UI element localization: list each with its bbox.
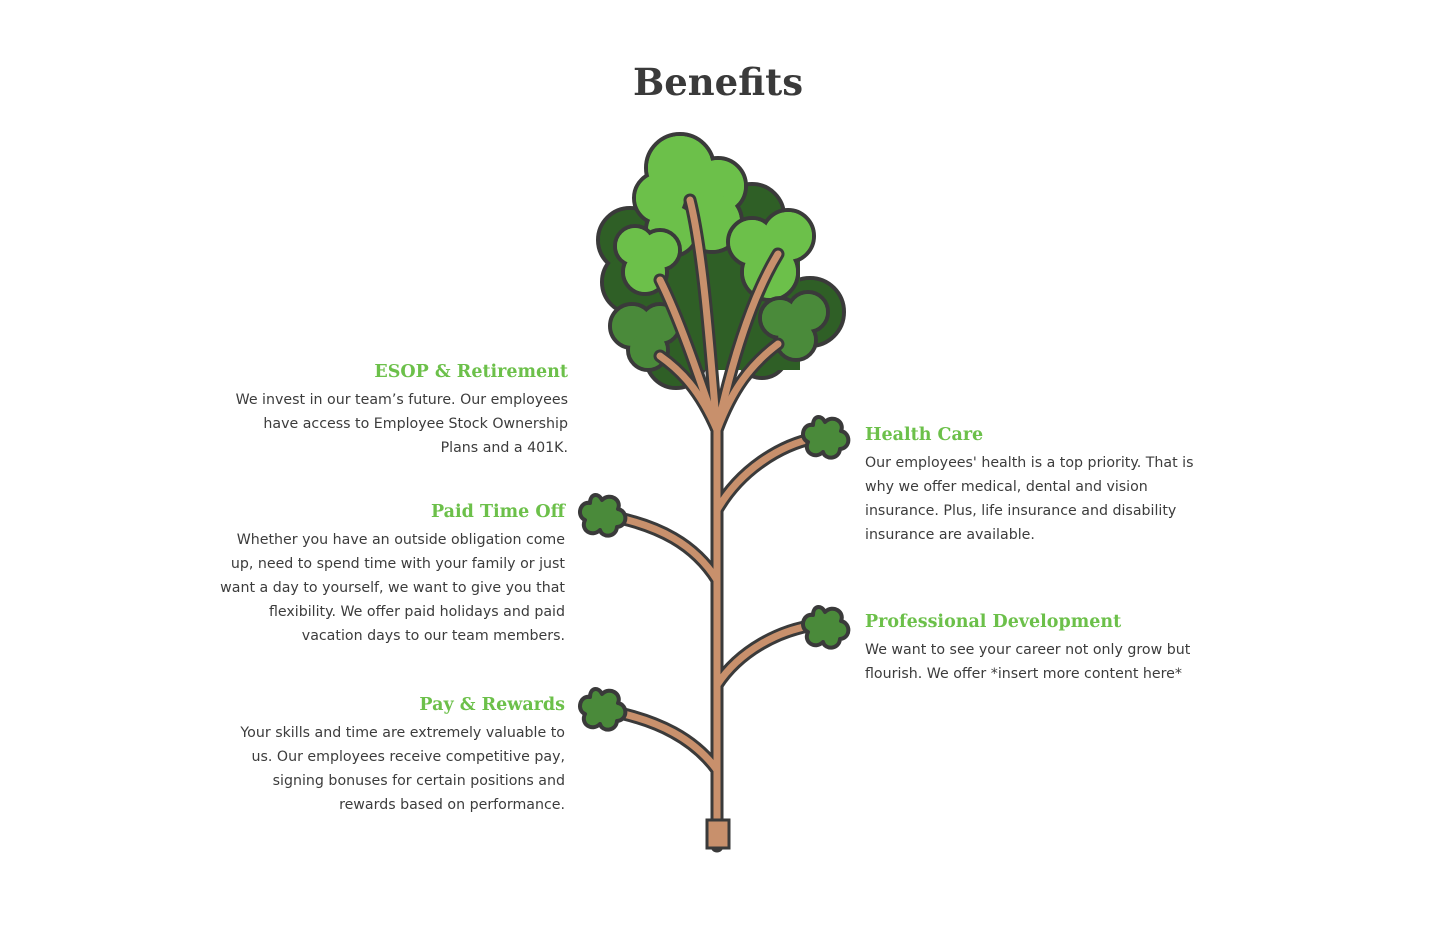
leaf-cluster-pto: [577, 492, 628, 538]
benefit-title: Professional Development: [865, 612, 1122, 632]
benefit-text: Our employees' health is a top priority.…: [865, 455, 1194, 543]
benefit-text: We invest in our team’s future. Our empl…: [235, 392, 568, 456]
benefit-title: Pay & Rewards: [419, 695, 565, 715]
benefit-paid-time-off: Paid Time Off Whether you have an outsid…: [220, 501, 565, 648]
page-title: Benefits: [632, 60, 804, 104]
leaf-cluster-pay: [577, 686, 628, 732]
benefit-text: We want to see your career not only grow…: [865, 642, 1191, 682]
benefit-title: ESOP & Retirement: [374, 362, 568, 382]
leaf-cluster-health: [800, 414, 851, 460]
trunk-base: [705, 818, 731, 850]
benefit-esop: ESOP & Retirement We invest in our team’…: [228, 361, 568, 460]
tree-trunk: [598, 193, 822, 853]
benefit-pay-rewards: Pay & Rewards Your skills and time are e…: [220, 694, 565, 817]
benefit-title: Paid Time Off: [430, 502, 565, 522]
benefit-professional-development: Professional Development We want to see …: [865, 611, 1210, 686]
benefit-health-care: Health Care Our employees' health is a t…: [865, 424, 1210, 547]
benefit-text: Whether you have an outside obligation c…: [220, 532, 565, 644]
leaf-cluster-pd: [800, 604, 851, 650]
benefit-text: Your skills and time are extremely valua…: [240, 725, 565, 813]
benefit-title: Health Care: [865, 425, 984, 445]
